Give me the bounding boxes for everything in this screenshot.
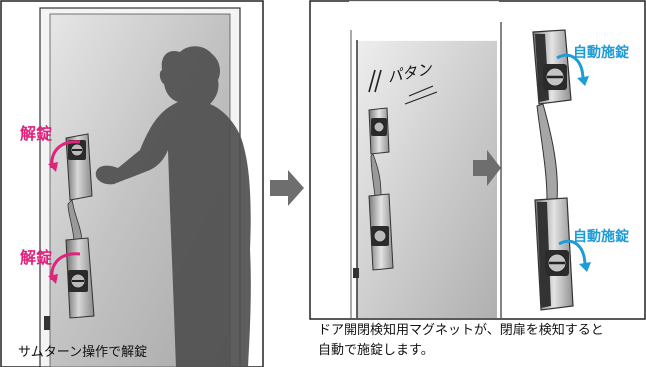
unlock-label-bottom: 解錠 — [20, 248, 53, 267]
middle-door-glass — [357, 40, 497, 318]
middle-door-top-fade — [349, 1, 499, 41]
autolock-caption-line1: ドア開閉検知用マグネットが、閉扉を検知すると — [318, 323, 604, 338]
middle-handle — [368, 107, 394, 271]
process-arrow-icon — [473, 150, 501, 186]
autolock-caption-line2: 自動で施錠します。 — [318, 343, 434, 358]
right-panel: パタン 自動施錠 自動施錠 — [309, 0, 646, 367]
left-scene — [0, 0, 264, 367]
motion-line — [368, 69, 376, 93]
rotate-arrow-icon — [577, 76, 589, 86]
magnet-sensor — [353, 268, 359, 278]
right-scene — [309, 0, 646, 320]
motion-line — [374, 69, 382, 93]
rotate-arrow-icon — [579, 262, 591, 272]
autolock-label-bottom: 自動施錠 — [573, 229, 629, 245]
motion-line — [408, 85, 434, 97]
rotate-arrow-icon — [48, 274, 58, 284]
unlock-label-top: 解錠 — [20, 124, 53, 143]
door-latch — [44, 316, 50, 330]
lower-handle-lock — [65, 237, 95, 319]
process-arrow-icon — [270, 170, 304, 206]
rotate-arrow-icon — [48, 162, 58, 172]
rotate-arrow-icon — [558, 239, 587, 267]
autolock-label-top: 自動施錠 — [573, 45, 629, 61]
rotate-arrow-icon — [556, 53, 585, 81]
left-caption: サムターン操作で解錠 — [18, 345, 148, 360]
left-panel: 解錠 解錠 サムターン操作で解錠 — [0, 0, 265, 367]
person-silhouette-icon — [95, 46, 251, 367]
motion-line — [404, 91, 438, 105]
autolock-handle — [532, 29, 574, 311]
